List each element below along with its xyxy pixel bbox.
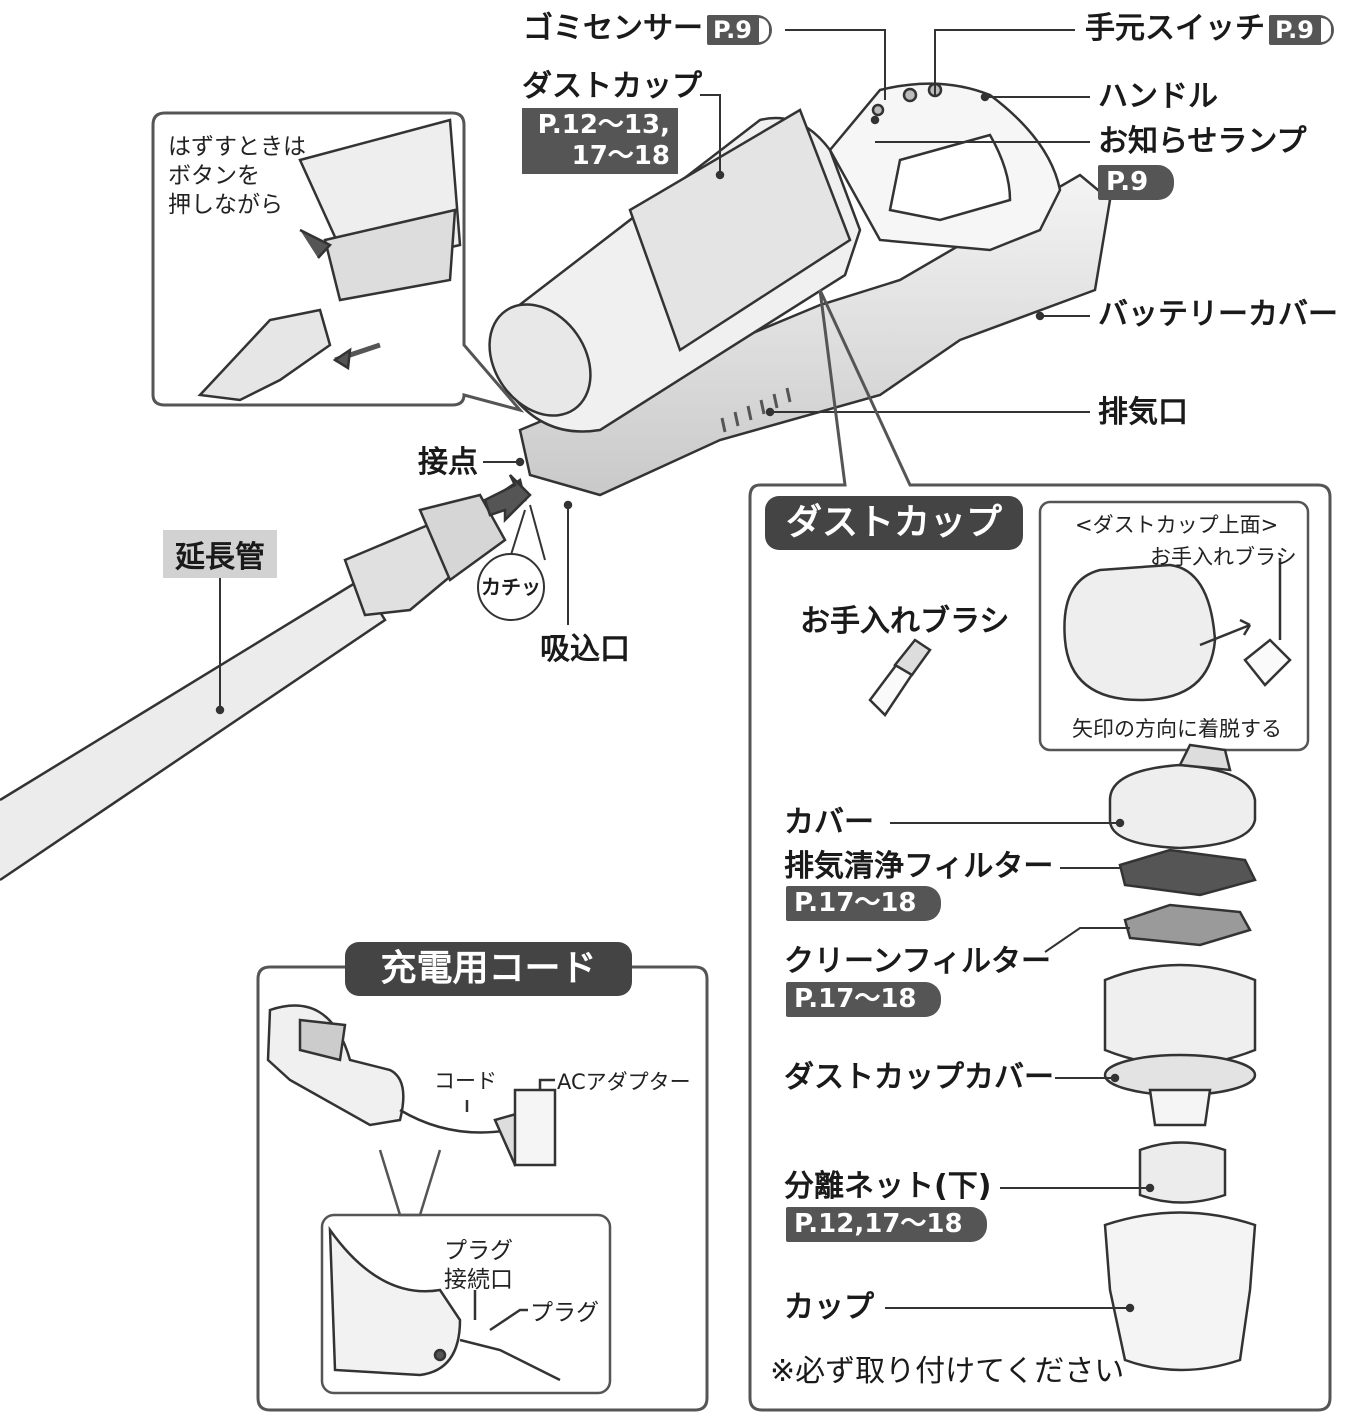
attach-note: ※必ず取り付けてください [770,1354,1125,1389]
part-separation-net-ref: P.12,17〜18 [786,1207,987,1242]
top-view-title: <ダストカップ上面> [1075,513,1279,537]
charging-panel-frame [256,965,709,1412]
plug-port-line2: 接続口 [444,1266,513,1293]
dustcup-panel-title: ダストカップ [765,496,1023,550]
part-exhaust-filter-ref: P.17〜18 [786,886,941,921]
cup-part [1103,1211,1257,1372]
part-exhaust-filter-label: 排気清浄フィルター [784,849,1054,884]
ac-adapter-label: ACアダプター [557,1070,691,1094]
intake-label: 吸込口 [540,632,630,667]
inset-remove-frame [151,111,525,413]
temoto-switch-ref: P.9 [1269,15,1334,45]
plug-port-label: プラグ 接続口 [444,1237,513,1295]
exhaust-filter-part [1118,848,1257,897]
inset-remove-line2: ボタンを [168,162,260,189]
part-clean-filter-label: クリーンフィルター [784,944,1051,979]
dustcup-panel-frame [748,289,1332,1412]
oshirase-lamp-ref: P.9 [1098,165,1175,200]
part-clean-filter-ref: P.17〜18 [786,982,941,1017]
dustcup-cover-part [1103,963,1257,1067]
contact-label: 接点 [418,445,478,480]
brush-label: お手入れブラシ [800,604,1010,639]
part-cup-label: カップ [784,1290,874,1325]
part-cover-label: カバー [784,805,874,840]
top-view-brush-label: お手入れブラシ [1150,545,1297,569]
temoto-switch-text: 手元スイッチ [1085,11,1265,46]
plug-label: プラグ [530,1300,599,1326]
part-separation-net-label: 分離ネット(下) [784,1169,992,1204]
dust-cup-ref: P.12〜13, 17〜18 [522,108,678,174]
clean-filter-part [1123,903,1252,947]
dust-cup-label: ダストカップ [522,69,702,104]
exhaust-label: 排気口 [1098,395,1188,430]
inset-remove-text: はずすときは ボタンを 押しながら [168,133,306,219]
dust-cup-ref-line2: 17〜18 [571,141,670,171]
cord-label: コード [434,1069,497,1093]
main-body [518,173,1112,497]
battery-cover-label: バッテリーカバー [1098,297,1338,332]
extension-pipe [0,578,387,882]
click-sound-badge: カチッ [477,553,545,621]
gomi-sensor-ref: P.9 [707,15,772,45]
inset-remove-line1: はずすときは [168,134,306,160]
part-dustcup-cover-label: ダストカップカバー [784,1060,1054,1095]
inset-remove-line3: 押しながら [168,191,283,218]
handle-label: ハンドル [1098,79,1218,114]
cover-part [1108,763,1257,850]
plug-port-line1: プラグ [444,1238,513,1264]
charging-panel-title: 充電用コード [345,942,632,996]
oshirase-lamp-label: お知らせランプ [1098,124,1307,159]
extension-pipe-label: 延長管 [163,530,277,578]
gomi-sensor-text: ゴミセンサー [523,11,703,46]
separation-net-part [1138,1141,1227,1204]
dust-cup-ref-line1: P.12〜13, [537,110,670,140]
top-view-caption: 矢印の方向に着脱する [1072,717,1282,741]
